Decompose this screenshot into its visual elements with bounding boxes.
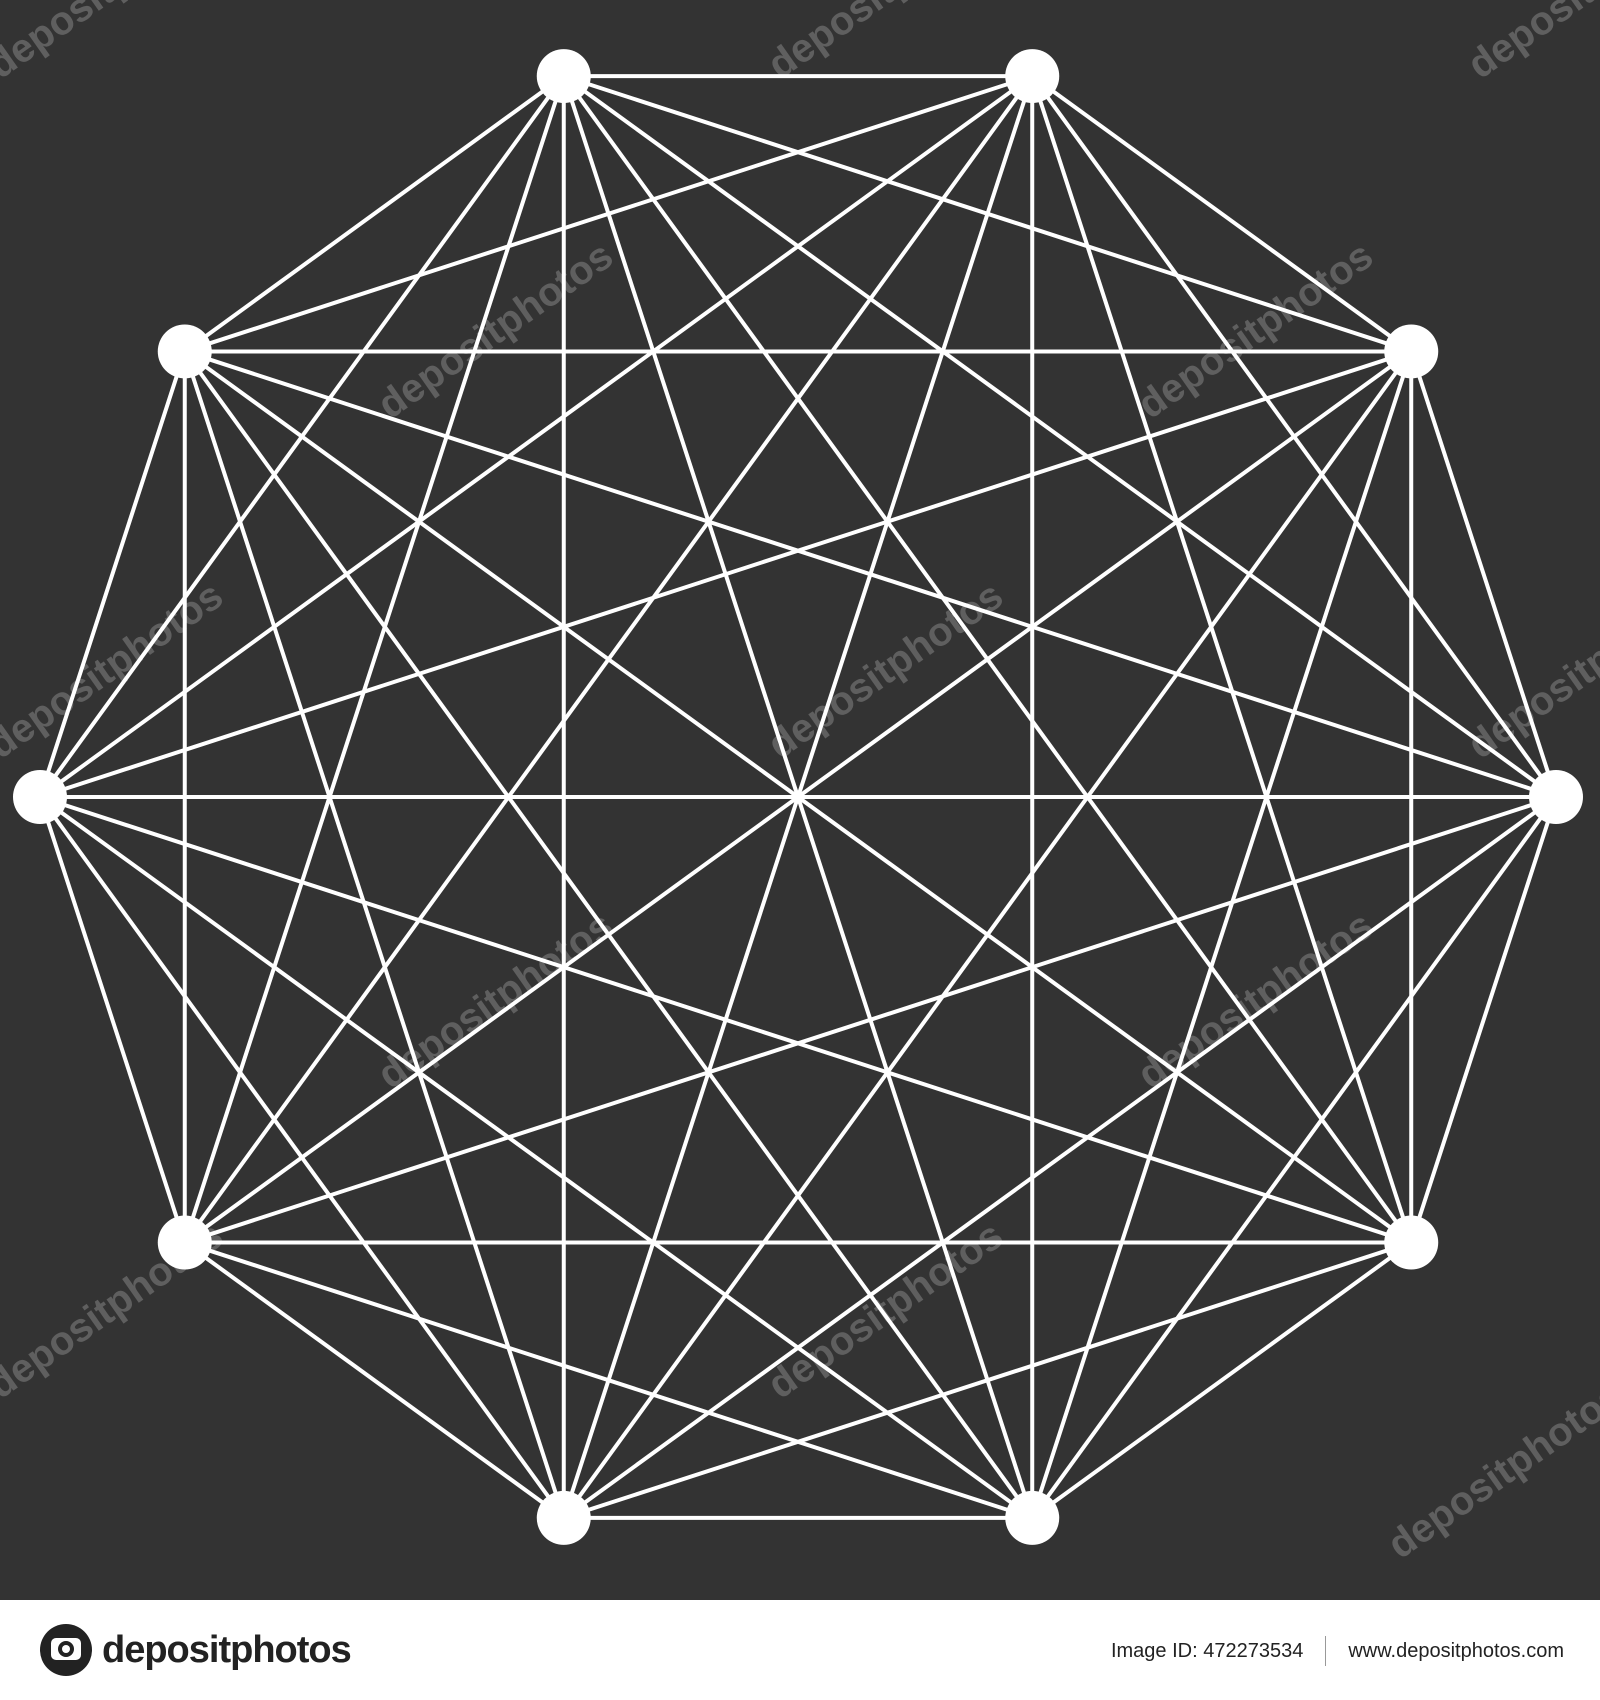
complete-graph xyxy=(13,49,1583,1545)
image-meta: Image ID: 472273534 www.depositphotos.co… xyxy=(1111,1636,1564,1666)
edge-6-8 xyxy=(563,1240,1412,1520)
edge-0-1 xyxy=(38,350,187,798)
edge-4-5 xyxy=(1409,350,1558,798)
node-7 xyxy=(1005,1490,1060,1545)
brand-logo[interactable]: depositphotos xyxy=(40,1624,352,1676)
edge-3-4 xyxy=(1031,74,1413,354)
edge-2-5 xyxy=(562,74,1558,799)
image-id-label: Image ID: xyxy=(1110,1639,1198,1662)
edge-1-2 xyxy=(183,74,565,354)
node-2 xyxy=(536,49,591,104)
node-0 xyxy=(13,770,67,824)
edge-0-3 xyxy=(38,74,1034,799)
edge-7-9 xyxy=(184,1240,1033,1520)
node-4 xyxy=(1384,324,1439,379)
edge-5-8 xyxy=(562,795,1558,1520)
image-id-value: 472273534 xyxy=(1203,1639,1304,1662)
node-3 xyxy=(1005,49,1060,104)
camera-icon xyxy=(40,1624,92,1676)
edge-4-7 xyxy=(1030,350,1414,1519)
node-1 xyxy=(157,324,212,379)
edge-6-7 xyxy=(1031,1240,1413,1520)
edge-0-7 xyxy=(38,795,1034,1520)
node-9 xyxy=(157,1215,212,1270)
edge-5-6 xyxy=(1409,796,1558,1244)
node-8 xyxy=(536,1490,591,1545)
node-5 xyxy=(1529,770,1583,824)
edge-3-9 xyxy=(183,74,1034,1244)
edge-4-8 xyxy=(562,350,1413,1520)
divider xyxy=(1325,1636,1327,1666)
site-url[interactable]: www.depositphotos.com xyxy=(1348,1639,1564,1662)
edge-4-9 xyxy=(183,349,1413,1245)
edge-1-8 xyxy=(182,350,566,1519)
brand-logo-text: depositphotos xyxy=(102,1628,352,1671)
edge-5-7 xyxy=(1030,795,1558,1520)
edge-5-9 xyxy=(184,795,1557,1245)
edge-0-9 xyxy=(38,796,187,1244)
footer-bar: depositphotos Image ID: 472273534 www.de… xyxy=(0,1600,1600,1700)
edge-8-9 xyxy=(183,1240,565,1520)
edge-2-9 xyxy=(182,75,566,1244)
node-6 xyxy=(1384,1215,1439,1270)
edge-3-6 xyxy=(1030,75,1414,1244)
